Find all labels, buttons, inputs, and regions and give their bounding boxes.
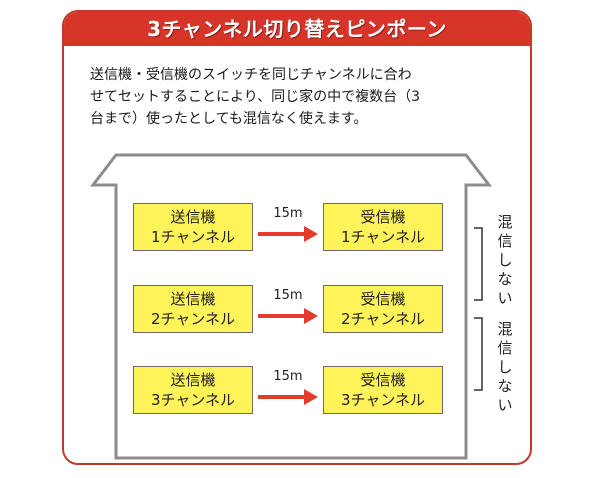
right-arrow-icon [258, 226, 318, 242]
sender-channel: 2チャンネル [150, 310, 236, 328]
char: し [497, 358, 513, 376]
sender-box-ch1: 送信機 1チャンネル [133, 203, 253, 251]
receiver-channel: 3チャンネル [340, 391, 426, 409]
right-arrow-icon [258, 389, 318, 405]
no-interference-label-1: 混 信 し な い [495, 213, 515, 308]
distance-label-ch1: 15m [273, 206, 303, 221]
sender-label: 送信機 [170, 208, 216, 226]
sender-label: 送信機 [170, 290, 216, 308]
sender-label: 送信機 [170, 371, 216, 389]
no-interference-label-2: 混 信 し な い [495, 320, 515, 415]
char: い [497, 396, 513, 414]
right-arrow-icon [258, 308, 318, 324]
char: な [497, 377, 513, 395]
bracket-top [474, 227, 483, 301]
receiver-channel: 2チャンネル [340, 310, 426, 328]
char: い [497, 289, 513, 307]
receiver-channel: 1チャンネル [340, 228, 426, 246]
sender-channel: 1チャンネル [150, 228, 236, 246]
sender-channel: 3チャンネル [150, 391, 236, 409]
sender-box-ch2: 送信機 2チャンネル [133, 285, 253, 333]
receiver-box-ch2: 受信機 2チャンネル [323, 285, 443, 333]
receiver-label: 受信機 [360, 371, 406, 389]
char: 混 [497, 213, 513, 231]
receiver-label: 受信機 [360, 208, 406, 226]
receiver-label: 受信機 [360, 290, 406, 308]
title-bar: 3チャンネル切り替えピンポーン [64, 12, 530, 46]
char: 混 [497, 320, 513, 338]
receiver-box-ch3: 受信機 3チャンネル [323, 366, 443, 414]
bracket-bottom [474, 317, 483, 391]
description-text: 送信機・受信機のスイッチを同じチャンネルに合わ せてセットすることにより、同じ家… [90, 67, 421, 127]
distance-label-ch3: 15m [273, 369, 303, 384]
distance-label-ch2: 15m [273, 288, 303, 303]
char: し [497, 251, 513, 269]
sender-box-ch3: 送信機 3チャンネル [133, 366, 253, 414]
char: な [497, 270, 513, 288]
char: 信 [497, 232, 513, 250]
receiver-box-ch1: 受信機 1チャンネル [323, 203, 443, 251]
char: 信 [497, 339, 513, 357]
